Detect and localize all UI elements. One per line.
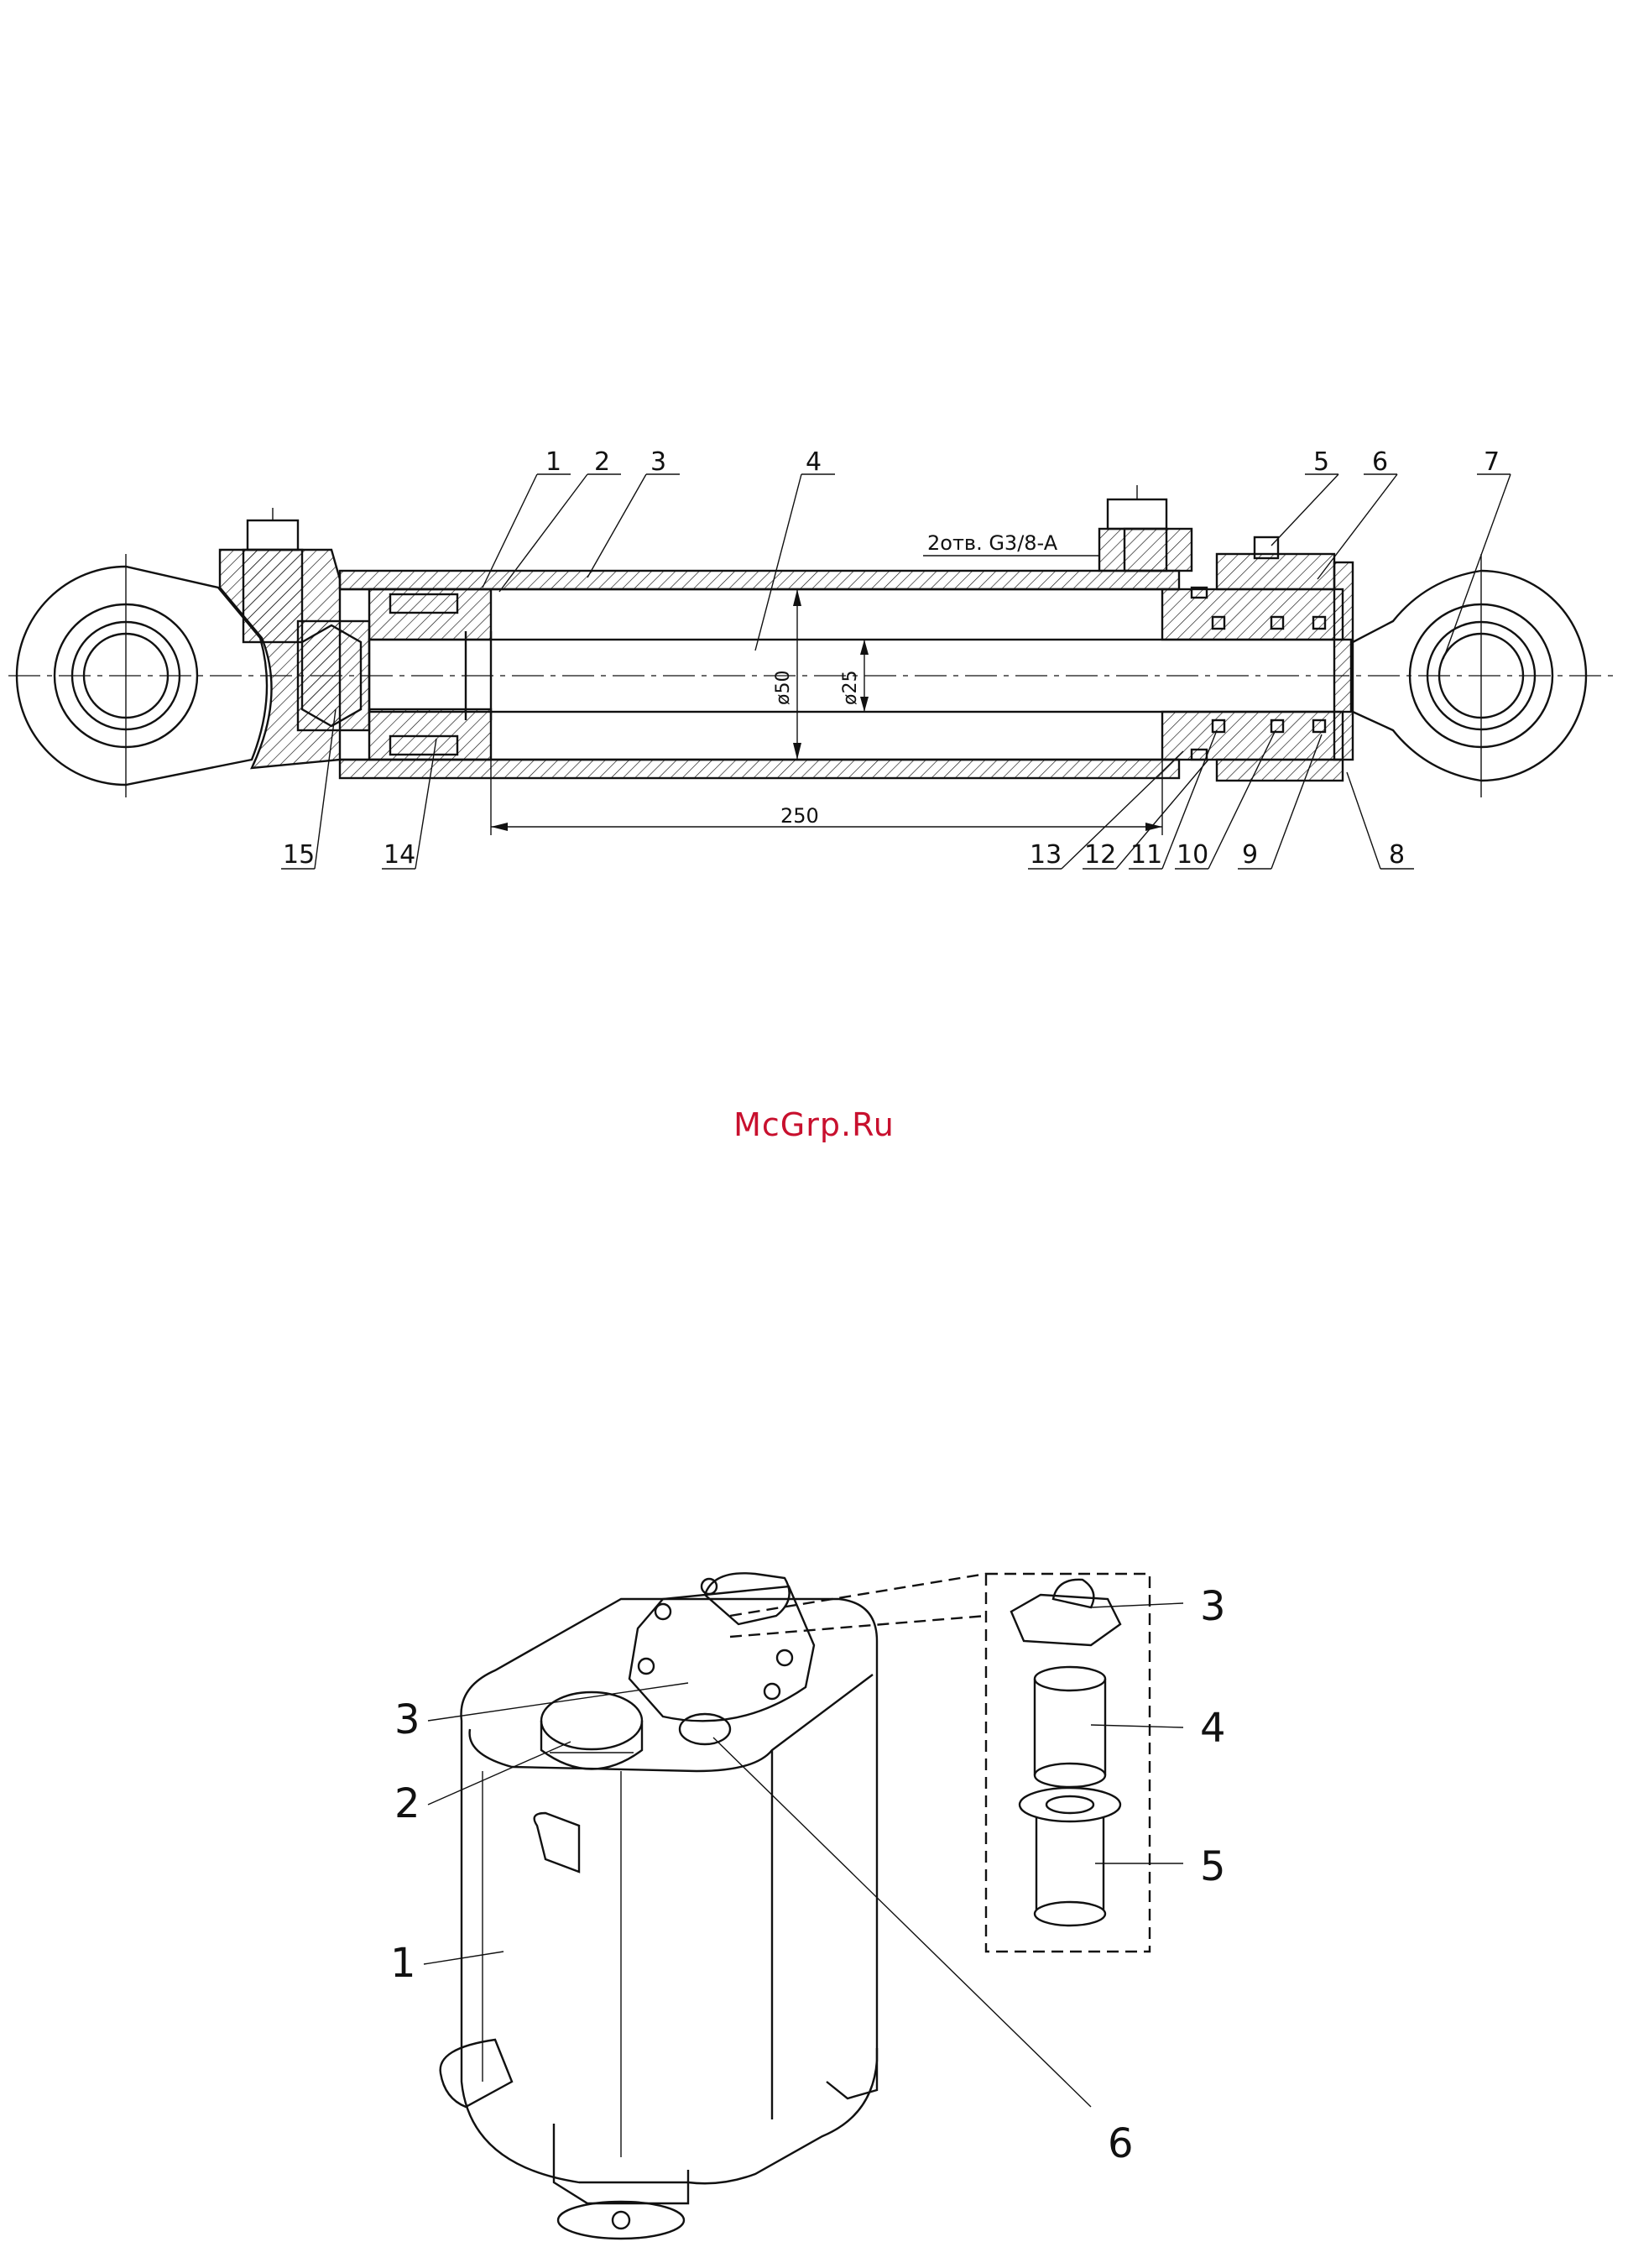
callout-6: 6 [1372,447,1388,477]
tank-callout-left-3: 3 [394,1696,420,1743]
callout-8: 8 [1389,840,1405,870]
callout-7: 7 [1484,447,1500,477]
callout-5: 5 [1313,447,1329,477]
callout-11: 11 [1130,840,1162,870]
return-port [680,1714,730,1744]
hydraulic-cylinder-drawing: 2отв. G3/8-A 250 ø50 ø25 1 2 3 4 5 6 7 1… [8,447,1615,870]
callout-4: 4 [806,447,822,477]
callout-12: 12 [1084,840,1116,870]
right-port-fitting [1099,485,1192,571]
callout-10: 10 [1177,840,1208,870]
filler-cap [541,1692,642,1769]
stroke-dimension-label: 250 [780,804,819,828]
exploded-filter-housing [1020,1788,1120,1926]
bore-dimension-label: ø50 [773,671,794,705]
tank-callout-left-2: 2 [394,1780,420,1827]
tank-handle-slot [535,1813,579,1872]
hydraulic-tank-drawing: 3 2 1 3 4 5 6 [390,1573,1226,2239]
callout-2: 2 [594,447,610,477]
callout-15: 15 [283,840,315,870]
exploded-filter-cover [1011,1580,1120,1645]
callout-14: 14 [384,840,415,870]
left-port-fitting [243,508,302,642]
tank-callout-6: 6 [1108,2120,1134,2167]
rod-gland [1162,537,1353,781]
port-note-label: 2отв. G3/8-A [927,531,1058,555]
rod-dimension-label: ø25 [840,671,861,705]
tank-body [441,1599,877,2239]
tank-callout-right-4: 4 [1200,1705,1226,1752]
tank-outlet-pipe [441,2040,512,2107]
callout-13: 13 [1030,840,1062,870]
tank-callout-right-5: 5 [1200,1843,1226,1890]
watermark-text: McGrp.Ru [0,1106,1628,1143]
callout-9: 9 [1242,840,1258,870]
callout-3: 3 [650,447,666,477]
callout-1: 1 [545,447,561,477]
dimension-lines [491,556,1162,835]
tank-callout-left-1: 1 [390,1940,416,1987]
exploded-filter-element [1035,1667,1105,1787]
tank-callout-right-3: 3 [1200,1583,1226,1630]
